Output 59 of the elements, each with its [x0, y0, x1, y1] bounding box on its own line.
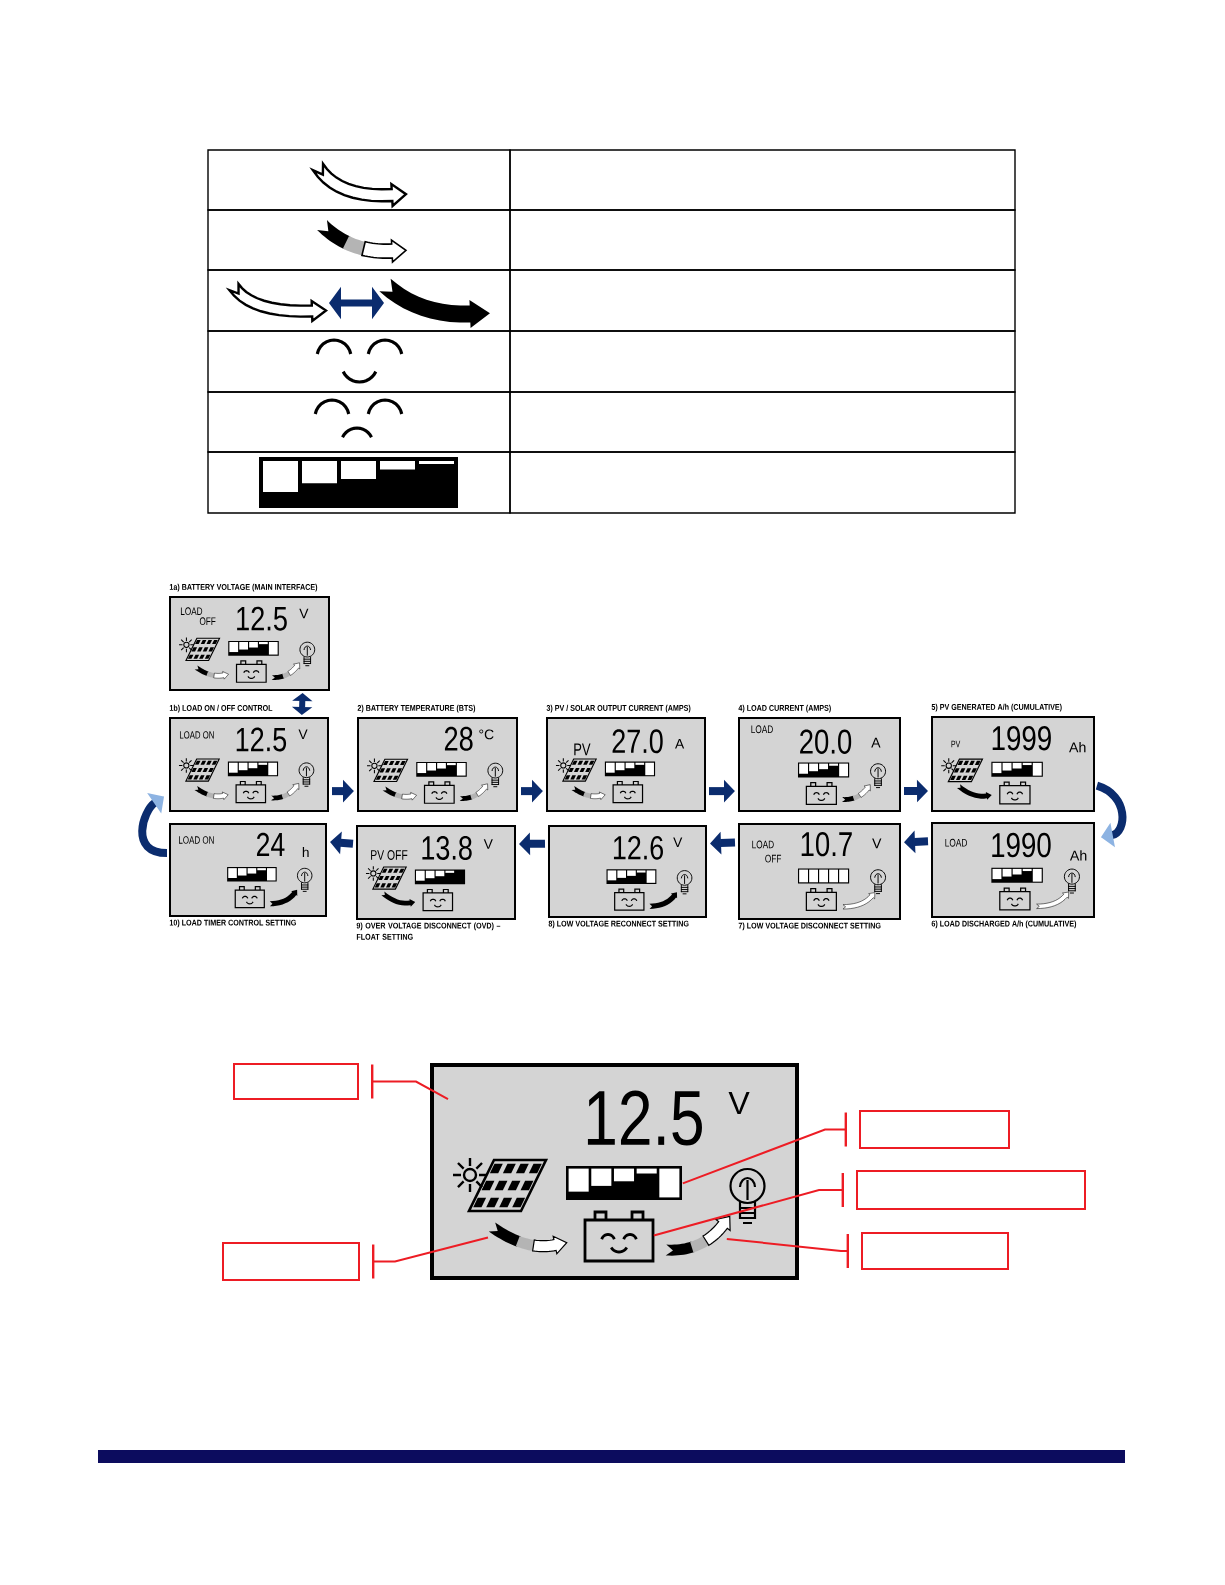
- unit-label: Ah: [1069, 850, 1087, 861]
- lcd-digits: 12.5: [237, 606, 287, 631]
- lcd-digits: 1990: [992, 832, 1051, 858]
- callout-box: [859, 1110, 1010, 1149]
- charge-arrow-icon: [488, 1222, 568, 1256]
- unit-label: Ah: [1069, 741, 1086, 753]
- lcd-digits: 12.5: [236, 727, 287, 752]
- leader-line: [652, 1173, 844, 1237]
- load-arrow-icon: [665, 1215, 731, 1256]
- lcd-digits: 24: [256, 832, 285, 856]
- leader-line: [372, 1236, 489, 1279]
- leader-line: [725, 1234, 849, 1268]
- battery-level-icon: [566, 1166, 682, 1200]
- unit-label: V: [483, 839, 493, 849]
- leader-line: [681, 1112, 847, 1185]
- lcd-digits: 20.0: [800, 729, 852, 754]
- screen-caption: 9) OVER VOLTAGE DISCONNECT (OVD) – FLOAT SETTING: [356, 922, 501, 940]
- unit-label: V: [299, 608, 309, 619]
- screen-caption: 6) LOAD DISCHARGED A/h (CUMULATIVE): [931, 920, 1077, 929]
- callout-box: [233, 1063, 359, 1100]
- leader-line: [371, 1064, 449, 1100]
- status-label: LOAD OFF: [752, 840, 782, 863]
- lcd-digits: 12.6: [613, 835, 663, 860]
- unit-label: h: [302, 847, 309, 858]
- curved-arrow: [138, 793, 168, 858]
- screen-caption: 8) LOW VOLTAGE RECONNECT SETTING: [548, 920, 689, 929]
- lcd-digits: 1999: [992, 725, 1051, 751]
- unit-label: V: [673, 837, 683, 847]
- unit-label: V: [298, 729, 308, 740]
- unit-label: °C: [479, 729, 494, 740]
- lcd-digits: 28: [444, 726, 473, 751]
- screen-caption: 2) BATTERY TEMPERATURE (BTS): [357, 704, 476, 713]
- callout-box: [856, 1170, 1086, 1210]
- unit-label: V: [728, 1092, 750, 1114]
- lcd-digits: 27.0: [612, 729, 663, 754]
- lcd-digits: 10.7: [801, 832, 852, 857]
- callout-box: [861, 1232, 1009, 1270]
- status-label: PV OFF: [371, 850, 408, 860]
- screen-caption: 4) LOAD CURRENT (AMPS): [738, 704, 831, 713]
- screen-caption: 3) PV / SOLAR OUTPUT CURRENT (AMPS): [546, 704, 691, 713]
- screen-caption: 7) LOW VOLTAGE DISCONNECT SETTING: [738, 922, 881, 931]
- status-label: LOAD: [751, 725, 773, 734]
- lcd-digits: 12.5: [587, 1090, 702, 1146]
- status-label: PV: [574, 743, 591, 756]
- screen-caption: 5) PV GENERATED A/h (CUMULATIVE): [931, 703, 1062, 712]
- unit-label: V: [872, 838, 882, 849]
- status-label: LOAD: [945, 838, 967, 847]
- unit-label: A: [675, 739, 685, 749]
- callout-box: [222, 1242, 360, 1281]
- screen-caption: 10) LOAD TIMER CONTROL SETTING: [169, 919, 296, 928]
- battery-icon: [583, 1210, 655, 1263]
- status-label: PV: [951, 740, 961, 748]
- lcd-digits: 13.8: [422, 836, 472, 860]
- status-label: LOAD OFF: [180, 607, 216, 626]
- screen-caption: 1a) BATTERY VOLTAGE (MAIN INTERFACE): [169, 583, 318, 592]
- screen-caption: 1b) LOAD ON / OFF CONTROL: [169, 704, 273, 713]
- status-label: LOAD ON: [179, 836, 214, 844]
- unit-label: A: [871, 737, 881, 748]
- status-label: LOAD ON: [180, 731, 214, 739]
